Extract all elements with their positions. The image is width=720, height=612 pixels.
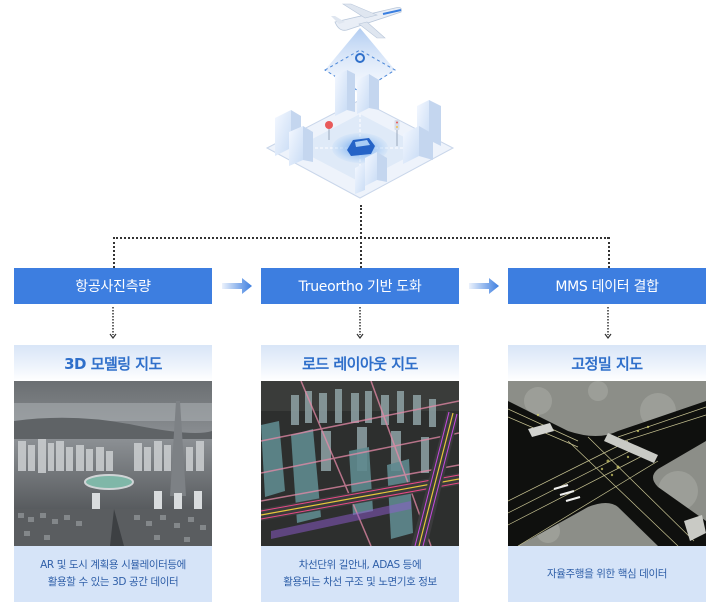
arrow-right-icon: [469, 278, 499, 294]
card-description: 차선단위 길안내, ADAS 등에 활용되는 차선 구조 및 노면기호 정보: [261, 546, 459, 602]
desc-line-1: 차선단위 길안내, ADAS 등에: [298, 559, 422, 571]
card-description: 자율주행을 위한 핵심 데이터: [508, 546, 706, 602]
desc-line-2: 활용되는 차선 구조 및 노면기호 정보: [283, 576, 437, 588]
arrow-down-icon: [109, 307, 117, 339]
card-hd-map: 고정밀 지도: [508, 345, 706, 602]
hd-map-pointcloud-image: [508, 381, 706, 546]
road-layout-city-image: [261, 381, 459, 546]
step-aerial-photogrammetry: 항공사진측량: [14, 268, 212, 304]
connector-drop-3: [608, 237, 610, 268]
arrow-down-icon: [604, 307, 612, 339]
step-trueortho-plotting: Trueortho 기반 도화: [261, 268, 459, 304]
card-title: 로드 레이아웃 지도: [261, 345, 459, 381]
step-label: 항공사진측량: [75, 279, 151, 295]
hero-illustration: [255, 0, 465, 205]
crosswalk-top-left: [528, 423, 554, 437]
desc-line-1: AR 및 도시 계획용 시뮬레이터등에: [40, 559, 186, 571]
card-description: AR 및 도시 계획용 시뮬레이터등에 활용할 수 있는 3D 공간 데이터: [14, 546, 212, 602]
step-label: MMS 데이터 결합: [555, 279, 659, 295]
crosswalk-bottom-right: [684, 515, 706, 541]
card-title: 고정밀 지도: [508, 345, 706, 381]
stop-sign-icon: [325, 121, 333, 140]
car-icon: [347, 138, 375, 156]
connector-drop-1: [113, 237, 115, 268]
airplane-icon: [331, 3, 402, 39]
tower-landmark: [170, 401, 186, 496]
city-survey-illustration-icon: [265, 3, 455, 199]
arrow-down-icon: [356, 307, 364, 339]
arrow-right-icon: [222, 278, 252, 294]
card-3d-modeling-map: 3D 모델링 지도: [14, 345, 212, 602]
connector-trunk: [360, 205, 362, 238]
city-buildings-icon: [275, 70, 441, 194]
connector-drop-2: [360, 237, 362, 268]
desc-line-1: 자율주행을 위한 핵심 데이터: [547, 567, 667, 580]
aerial-3d-city-image: [14, 381, 212, 546]
crosswalk-top-right: [604, 433, 658, 463]
traffic-light-icon: [394, 120, 400, 146]
card-road-layout-map: 로드 레이아웃 지도: [261, 345, 459, 602]
card-title: 3D 모델링 지도: [14, 345, 212, 381]
step-label: Trueortho 기반 도화: [298, 279, 422, 295]
step-mms-data-merge: MMS 데이터 결합: [508, 268, 706, 304]
desc-line-2: 활용할 수 있는 3D 공간 데이터: [47, 576, 179, 588]
